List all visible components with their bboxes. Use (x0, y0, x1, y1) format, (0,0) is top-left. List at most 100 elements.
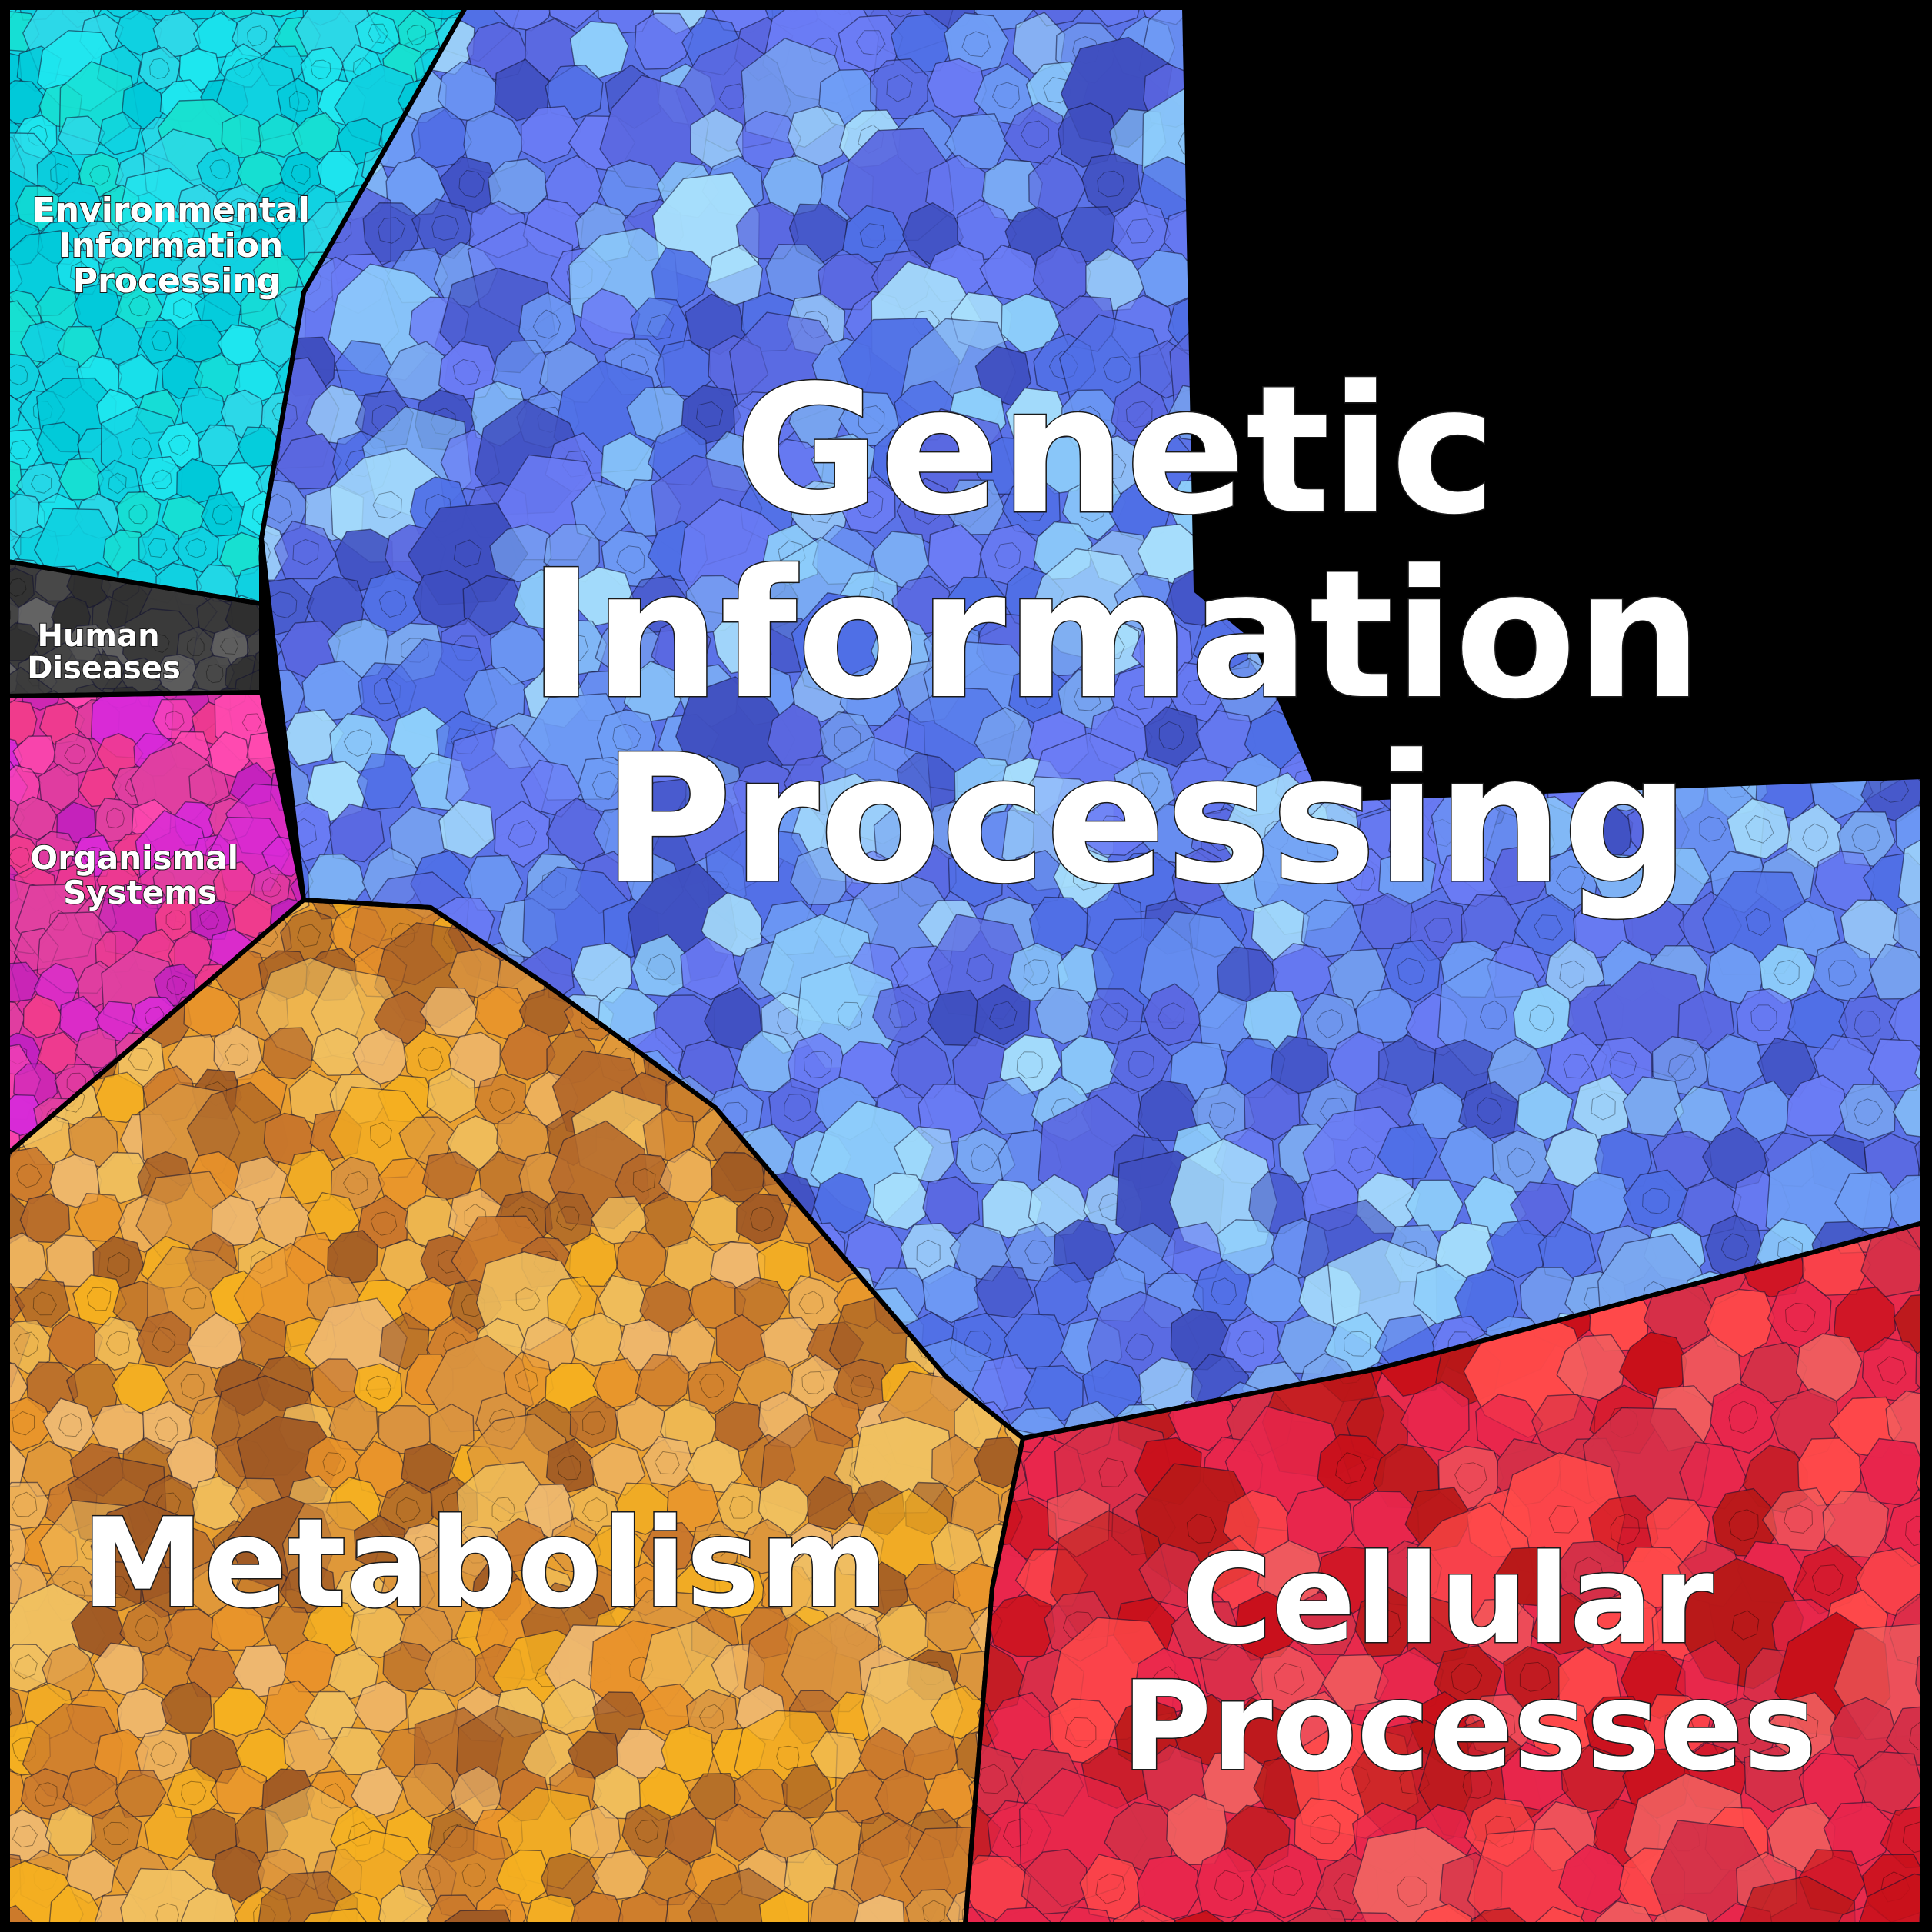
subcell (1024, 681, 1054, 709)
subcell (406, 24, 427, 46)
subcell (8, 846, 31, 868)
cell (258, 113, 303, 158)
subcell (1854, 1010, 1881, 1038)
subcell (1128, 684, 1155, 711)
cell (525, 1894, 580, 1924)
cell (1222, 1908, 1292, 1924)
cell (1463, 1907, 1534, 1924)
cell (714, 1803, 765, 1863)
subcell (1335, 1452, 1367, 1484)
subcell (230, 198, 251, 218)
subcell (1020, 120, 1049, 148)
cell (463, 666, 525, 729)
subcell (1664, 1709, 1694, 1739)
subcell (1131, 772, 1160, 801)
subcell (431, 215, 459, 241)
cell (643, 1191, 695, 1249)
subcell (1371, 1609, 1402, 1637)
subcell (310, 59, 331, 80)
cell (353, 1514, 406, 1573)
cell (930, 1685, 984, 1740)
cell (176, 319, 222, 363)
cell (18, 692, 62, 711)
cell (735, 1193, 789, 1244)
subcell (83, 846, 105, 867)
cell (641, 1521, 701, 1572)
cell (790, 1354, 840, 1409)
cell (791, 665, 849, 723)
subcell (859, 223, 886, 249)
subcell (1750, 1004, 1777, 1031)
cell (1288, 1591, 1358, 1655)
subcell (365, 1375, 391, 1400)
subcell (1073, 685, 1101, 711)
cell (1338, 1912, 1411, 1924)
cell (781, 1764, 834, 1820)
cell (615, 1230, 667, 1287)
cell (921, 1264, 979, 1324)
cell (1530, 1591, 1597, 1656)
subcell (1128, 1051, 1154, 1078)
cell (1244, 1264, 1306, 1324)
cell (985, 1691, 1054, 1762)
subcell (702, 1534, 728, 1558)
subcell (1098, 1457, 1128, 1487)
subcell (16, 1163, 42, 1188)
cell (475, 985, 528, 1040)
subcell (11, 1491, 38, 1517)
label-line: Metabolism (82, 1491, 888, 1635)
subcell (219, 637, 239, 655)
cell (172, 525, 219, 573)
subcell (1158, 721, 1185, 751)
subcell (803, 1051, 832, 1079)
subcell (1745, 908, 1771, 937)
subcell (1548, 1505, 1579, 1534)
subcell (1451, 1663, 1483, 1694)
cell (760, 1317, 817, 1369)
cell (196, 147, 242, 193)
cell (38, 764, 79, 811)
cell (1216, 1219, 1274, 1275)
cell (8, 1860, 84, 1924)
subcell (34, 1781, 58, 1807)
label-human-diseases: Human Diseases (27, 618, 181, 686)
subcell (801, 1371, 825, 1394)
cell (56, 801, 97, 844)
subcell (1429, 1921, 1457, 1924)
subcell (453, 539, 482, 568)
cell (411, 106, 472, 168)
subcell (452, 358, 481, 386)
subcell (1072, 405, 1101, 434)
cell (1759, 944, 1817, 1005)
cell (398, 1116, 456, 1166)
cell (95, 1071, 145, 1124)
subcell (322, 1452, 347, 1477)
subcell (557, 1455, 581, 1481)
cell (8, 1521, 30, 1575)
subcell (616, 545, 645, 575)
subcell (978, 1764, 1008, 1794)
cell (1892, 1078, 1923, 1139)
cell (98, 315, 143, 367)
cell (1400, 1381, 1470, 1453)
cell (948, 846, 1004, 908)
cell (487, 158, 548, 215)
subcell (150, 1740, 178, 1767)
cell (192, 12, 239, 59)
cell (311, 1028, 366, 1076)
cell (118, 353, 159, 400)
subcell (343, 729, 373, 757)
cell (378, 1311, 430, 1371)
cell (192, 1475, 245, 1531)
subcell (1080, 494, 1108, 523)
cell (1587, 1900, 1658, 1924)
cell (661, 1725, 714, 1783)
subcell (699, 1374, 725, 1399)
subcell (1100, 1002, 1128, 1031)
subcell (372, 491, 402, 519)
subcell (1730, 1717, 1760, 1746)
subcell (105, 1576, 130, 1599)
subcell (1828, 960, 1857, 987)
subcell (50, 162, 69, 185)
cell (926, 58, 988, 118)
